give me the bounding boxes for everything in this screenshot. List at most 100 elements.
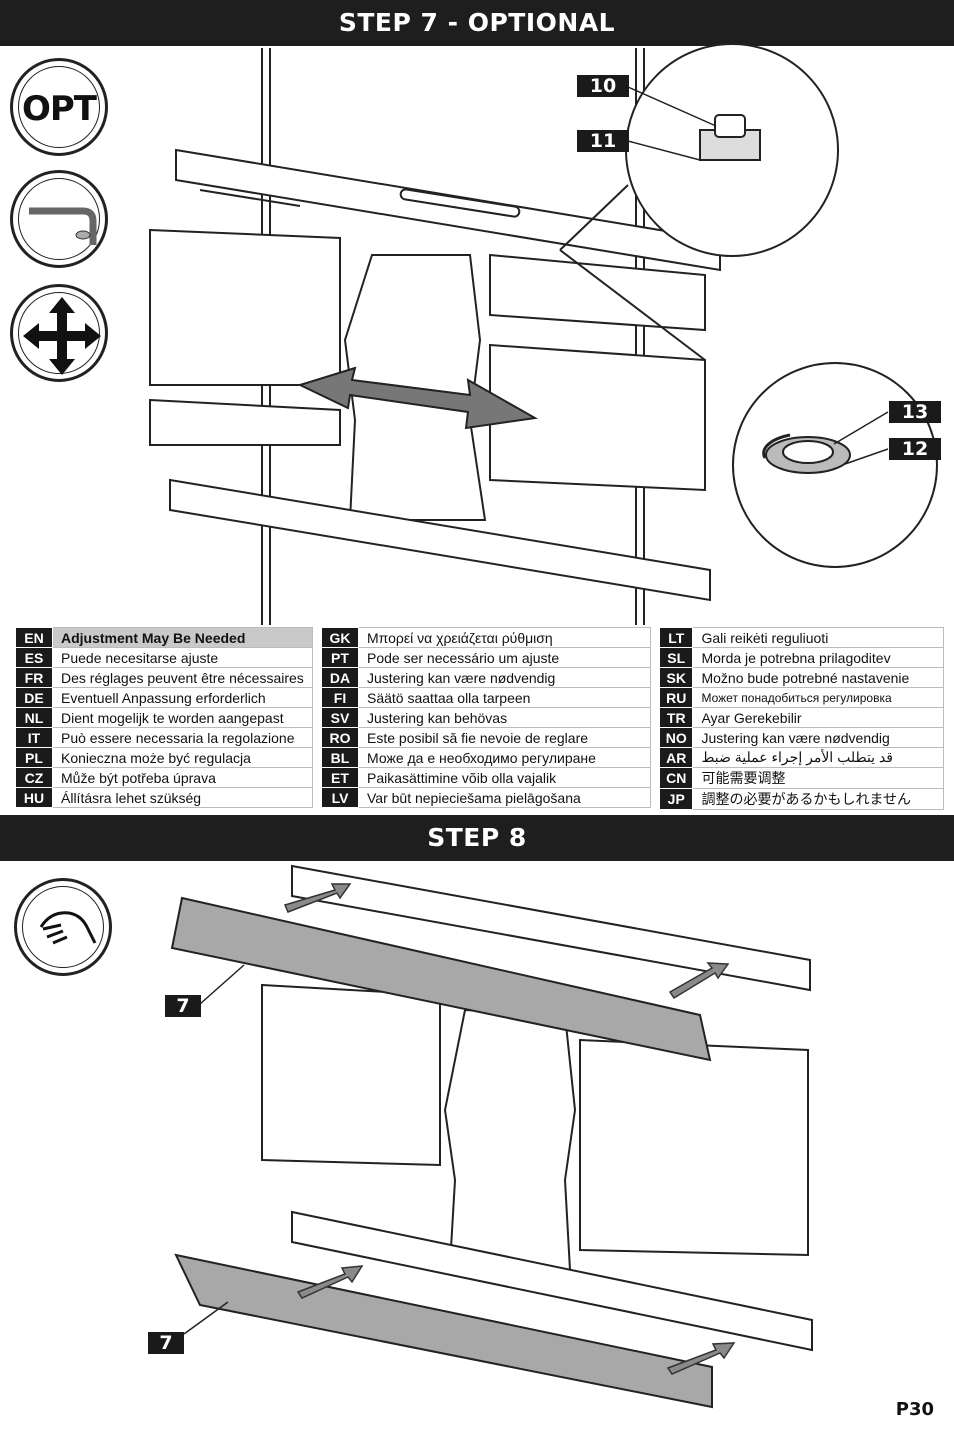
- language-code: ET: [321, 767, 359, 788]
- language-code: DE: [15, 687, 53, 708]
- language-text: Var būt nepieciešama pielāgošana: [358, 787, 651, 808]
- language-text: قد يتطلب الأمر إجراء عملية ضبط: [692, 747, 944, 768]
- language-text: Este posibil să fie nevoie de reglare: [358, 727, 651, 748]
- language-code: NO: [658, 727, 694, 748]
- language-code: LV: [321, 787, 359, 808]
- language-text: Può essere necessaria la regolazione: [52, 727, 313, 748]
- language-code: SV: [321, 707, 359, 728]
- language-text: Puede necesitarse ajuste: [52, 647, 313, 668]
- hand-icon: [14, 878, 112, 976]
- callout-7-bottom: 7: [148, 1332, 184, 1354]
- page-number: P30: [895, 1399, 934, 1420]
- language-text: Možno bude potrebné nastavenie: [692, 667, 944, 688]
- language-text: Eventuell Anpassung erforderlich: [52, 687, 313, 708]
- language-text: Konieczna może być regulacja: [52, 747, 313, 768]
- step8-title: STEP 8: [427, 823, 527, 852]
- language-text: Justering kan være nødvendig: [358, 667, 651, 688]
- language-code: DA: [321, 667, 359, 688]
- language-text: Adjustment May Be Needed: [52, 627, 313, 648]
- language-text: Ayar Gerekebilir: [692, 707, 944, 728]
- step7-banner: STEP 7 - OPTIONAL: [0, 0, 954, 46]
- language-code: JP: [658, 788, 694, 810]
- language-code: SL: [658, 647, 694, 668]
- language-text: Paikasättimine võib olla vajalik: [358, 767, 651, 788]
- language-code: LT: [658, 627, 694, 648]
- callout-12: 12: [889, 438, 941, 460]
- hex-key-washer-icon: [10, 170, 108, 268]
- language-code: TR: [658, 707, 694, 728]
- language-text: Μπορεί να χρειάζεται ρύθμιση: [358, 627, 651, 648]
- language-text: Pode ser necessário um ajuste: [358, 647, 651, 668]
- opt-badge-icon: OPT: [10, 58, 108, 156]
- language-text: Může být potřeba úprava: [52, 767, 313, 788]
- language-text: Állításra lehet szükség: [52, 787, 313, 808]
- language-text: Dient mogelijk te worden aangepast: [52, 707, 313, 728]
- language-code: HU: [15, 787, 53, 808]
- callout-10: 10: [577, 75, 629, 97]
- step8-banner: STEP 8: [0, 815, 954, 861]
- language-code: ES: [15, 647, 53, 668]
- opt-label: OPT: [21, 89, 97, 129]
- language-code: FI: [321, 687, 359, 708]
- four-way-arrows-icon: [10, 284, 108, 382]
- language-code: CN: [658, 767, 694, 789]
- language-code: PL: [15, 747, 53, 768]
- callout-7-top: 7: [165, 995, 201, 1017]
- language-code: CZ: [15, 767, 53, 788]
- language-code: EN: [15, 627, 53, 648]
- double-arrow-icon: [297, 366, 539, 430]
- language-code: SK: [658, 667, 694, 688]
- language-code: BL: [321, 747, 359, 768]
- language-text: Justering kan behövas: [358, 707, 651, 728]
- language-code: NL: [15, 707, 53, 728]
- callout-11: 11: [577, 130, 629, 152]
- language-text: 調整の必要があるかもしれません: [692, 788, 944, 810]
- language-code: RU: [658, 687, 694, 708]
- callout-13: 13: [889, 401, 941, 423]
- language-code: PT: [321, 647, 359, 668]
- language-text: 可能需要调整: [692, 767, 944, 789]
- language-text: Gali reikėti reguliuoti: [692, 627, 944, 648]
- step7-title: STEP 7 - OPTIONAL: [338, 8, 616, 37]
- language-text: Säätö saattaa olla tarpeen: [358, 687, 651, 708]
- language-text: Des réglages peuvent être nécessaires: [52, 667, 313, 688]
- language-code: IT: [15, 727, 53, 748]
- language-code: GK: [321, 627, 359, 648]
- language-text: Может понадобиться регулировка: [692, 687, 944, 708]
- language-text: Morda je potrebna prilagoditev: [692, 647, 944, 668]
- language-code: AR: [658, 747, 694, 768]
- language-code: FR: [15, 667, 53, 688]
- language-text: Може да е необходимо регулиране: [358, 747, 651, 768]
- language-code: RO: [321, 727, 359, 748]
